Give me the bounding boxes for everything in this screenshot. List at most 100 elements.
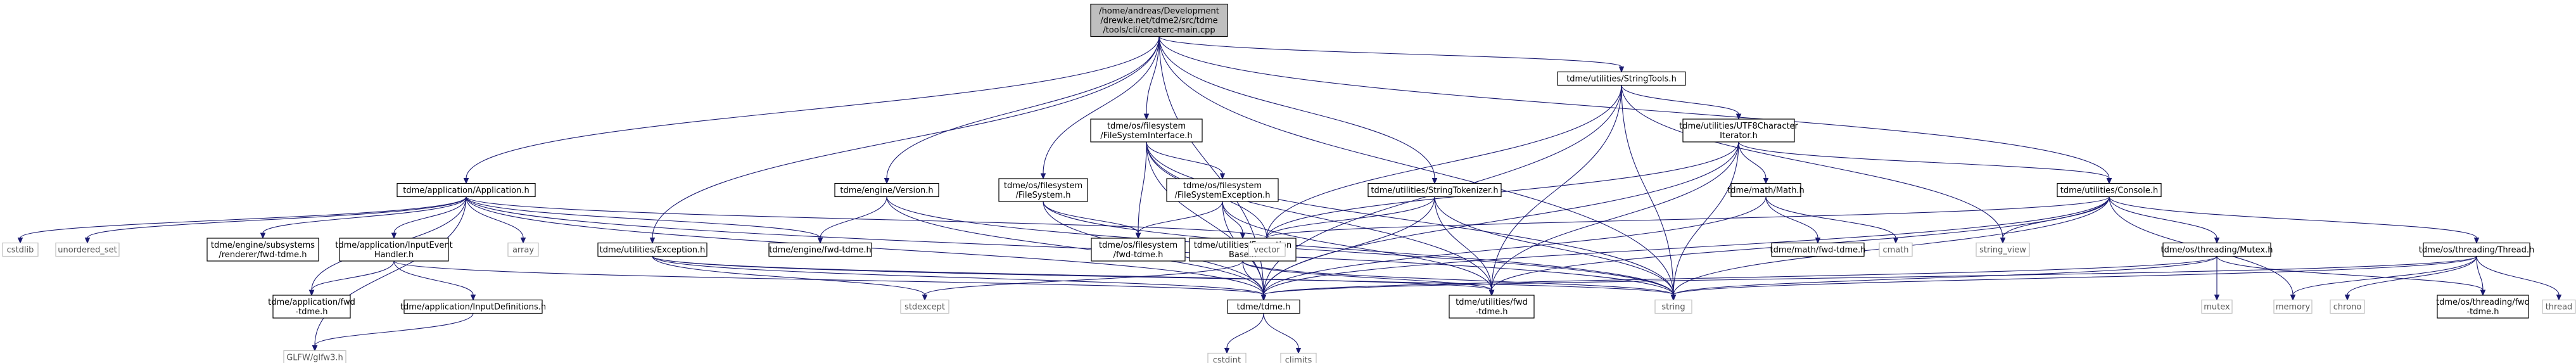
node-label: tdme/application/Application.h	[403, 186, 530, 196]
node-box	[597, 242, 707, 257]
node-label: mutex	[2204, 303, 2230, 312]
edge-line	[1158, 36, 1622, 67]
edge-app-to-cstdlib	[17, 196, 467, 244]
node-version[interactable]: tdme/engine/Version.h	[834, 182, 939, 198]
edge-line	[314, 196, 467, 346]
edge-arrowhead	[308, 290, 315, 296]
node-fsi[interactable]: tdme/os/filesystem/FileSystemInterface.h	[1090, 118, 1203, 143]
node-label: tdme/utilities/StringTools.h	[1566, 75, 1677, 84]
node-label: vector	[1253, 246, 1280, 255]
edge-line	[311, 260, 395, 291]
node-glfw: GLFW/glfw3.h	[283, 350, 346, 363]
edge-strtools-to-utf8	[1621, 85, 1742, 120]
node-box	[1654, 299, 1692, 314]
edge-arrowhead	[2556, 295, 2562, 301]
node-label: tdme/tdme.h	[1237, 303, 1291, 312]
node-app[interactable]: tdme/application/Application.h	[397, 182, 536, 198]
node-subsys[interactable]: tdme/engine/subsystems/renderer/fwd-tdme…	[206, 238, 319, 262]
edge-root-to-strtools	[1158, 36, 1625, 73]
edge-line	[1738, 141, 1767, 179]
node-box	[1280, 352, 1317, 363]
node-label: tdme/application/InputDefinitions.h	[400, 303, 546, 312]
node-console[interactable]: tdme/utilities/Console.h	[2057, 182, 2162, 198]
edge-root-to-version	[884, 36, 1160, 184]
edge-inputdefs-to-glfw	[312, 313, 474, 352]
edge-line	[1263, 313, 1299, 348]
node-label: tdme/os/threading/fwd	[2436, 298, 2530, 307]
edges-layer	[17, 36, 2562, 354]
edge-arrowhead	[1763, 178, 1769, 184]
node-inputdefs[interactable]: tdme/application/InputDefinitions.h	[400, 299, 546, 314]
edge-line	[1138, 141, 1147, 234]
edge-arrowhead	[1295, 348, 1302, 354]
node-box	[998, 178, 1088, 202]
node-box	[1976, 242, 2030, 257]
edge-arrowhead	[2344, 295, 2351, 301]
node-exc[interactable]: tdme/utilities/Exception.h	[597, 242, 707, 257]
edge-console-to-string_view	[2000, 196, 2110, 244]
node-box	[1166, 178, 1279, 202]
node-math[interactable]: tdme/math/Math.h	[1727, 182, 1805, 198]
edge-app-to-glfw	[312, 196, 467, 352]
node-mutex[interactable]: tdme/os/threading/Mutex.h	[2161, 242, 2273, 257]
node-label: cstdint	[1213, 356, 1241, 363]
edge-arrowhead	[312, 345, 318, 352]
edge-arrowhead	[649, 238, 656, 244]
edge-app-to-enginefwd	[466, 196, 823, 244]
node-utilfwd[interactable]: tdme/utilities/fwd-tdme.h	[1449, 295, 1535, 319]
edge-line	[1263, 256, 2477, 295]
edge-line	[20, 196, 467, 238]
edge-line	[1263, 256, 2218, 295]
node-label: Iterator.h	[1720, 131, 1758, 141]
node-thrfwd[interactable]: tdme/os/threading/fwd-tdme.h	[2436, 295, 2530, 319]
edge-line	[1146, 141, 1674, 295]
edge-line	[1138, 201, 1223, 234]
edge-utf8-to-vector	[1264, 141, 1739, 244]
node-fs[interactable]: tdme/os/filesystem/FileSystem.h	[998, 178, 1088, 202]
edge-thread-to-memory	[2290, 256, 2477, 301]
node-strtools[interactable]: tdme/utilities/StringTools.h	[1557, 71, 1686, 86]
edge-utf8-to-math	[1738, 141, 1769, 184]
node-fsfwd[interactable]: tdme/os/filesystem/fwd-tdme.h	[1091, 238, 1186, 262]
node-tok[interactable]: tdme/utilities/StringTokenizer.h	[1367, 182, 1502, 198]
edge-app-to-input	[391, 196, 467, 239]
edge-arrowhead	[391, 232, 397, 239]
node-label: tdme/os/filesystem	[1004, 181, 1082, 191]
node-label: Handler.h	[374, 250, 414, 260]
edge-app-to-unordered_set	[84, 196, 467, 244]
edge-fsexc-to-excbase	[1222, 201, 1246, 239]
node-box	[1730, 182, 1801, 198]
node-mathfwd[interactable]: tdme/math/fwd-tdme.h	[1770, 242, 1866, 257]
edge-line	[820, 196, 887, 238]
edge-line	[87, 196, 467, 238]
edge-fsexc-to-fsfwd	[1135, 201, 1223, 239]
edge-line	[1146, 141, 1264, 295]
node-label: cmath	[1882, 246, 1908, 255]
edge-fs-to-fsfwd	[1043, 201, 1141, 239]
edge-line	[1158, 36, 1674, 295]
edge-line	[1263, 196, 2110, 295]
node-fsexc[interactable]: tdme/os/filesystem/FileSystemException.h	[1166, 178, 1279, 202]
node-threadstd: thread	[2542, 299, 2576, 314]
node-label: -tdme.h	[295, 307, 327, 317]
node-box	[2273, 299, 2313, 314]
edge-arrowhead	[2214, 295, 2220, 301]
edge-line	[2216, 256, 2484, 291]
node-box	[1090, 118, 1203, 143]
edge-mutex-to-mutexstd	[2214, 256, 2220, 301]
node-tdme[interactable]: tdme/tdme.h	[1227, 299, 1300, 314]
edge-math-to-cmath	[1765, 196, 1899, 244]
edge-line	[1222, 201, 1492, 291]
node-label: -tdme.h	[2466, 307, 2499, 317]
node-thread[interactable]: tdme/os/threading/Thread.h	[2419, 242, 2534, 257]
node-appfwd[interactable]: tdme/application/fwd-tdme.h	[268, 295, 355, 319]
edge-arrowhead	[520, 238, 526, 244]
node-root[interactable]: /home/andreas/Development/drewke.net/tdm…	[1090, 3, 1228, 37]
edge-arrowhead	[84, 238, 91, 244]
node-enginefwd[interactable]: tdme/engine/fwd-tdme.h	[768, 242, 872, 257]
edge-line	[652, 256, 1674, 295]
edge-line	[2476, 256, 2560, 295]
